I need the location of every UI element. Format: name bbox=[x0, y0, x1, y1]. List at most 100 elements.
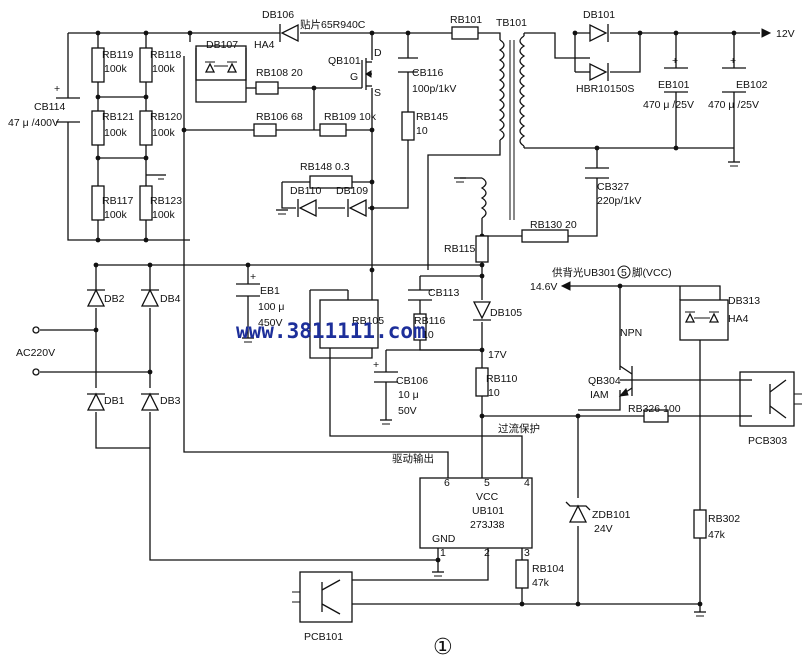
rb148-body bbox=[309, 175, 353, 189]
rb101-body bbox=[451, 26, 479, 40]
label-db109: DB109 bbox=[336, 185, 368, 197]
label-rb104: RB104 bbox=[532, 563, 564, 575]
label-rb118: RB118 bbox=[150, 49, 181, 61]
label-eb1-val1: 100 μ bbox=[258, 301, 285, 313]
db101-diode bbox=[589, 23, 609, 43]
label-pin-g: G bbox=[350, 71, 358, 83]
rb116-body bbox=[413, 313, 427, 341]
label-rb101: RB101 bbox=[450, 14, 482, 26]
rb108-body bbox=[255, 81, 279, 95]
db4-diode bbox=[140, 288, 160, 307]
db3-diode bbox=[140, 392, 160, 411]
junction-dots bbox=[93, 30, 737, 607]
db313-bridge bbox=[679, 299, 729, 341]
cb113-capacitor bbox=[408, 289, 432, 301]
label-rb110: RB110 bbox=[486, 373, 517, 385]
label-rb104-val: 47k bbox=[532, 577, 550, 589]
label-db107-val: HA4 bbox=[254, 39, 275, 51]
label-rb115: RB115 bbox=[444, 243, 475, 255]
rb115-body bbox=[475, 235, 489, 263]
label-qb101: QB101 bbox=[328, 55, 361, 67]
svg-text:+: + bbox=[373, 359, 379, 371]
label-db106: DB106 bbox=[262, 9, 294, 21]
label-pin-d: D bbox=[374, 47, 382, 59]
eb101-capacitor: + bbox=[664, 55, 688, 93]
cb327-capacitor bbox=[585, 167, 609, 179]
label-db313-val: HA4 bbox=[728, 313, 749, 325]
db1-diode bbox=[86, 392, 106, 411]
rb326-body bbox=[643, 409, 669, 423]
label-rb119: RB119 bbox=[102, 49, 133, 61]
qb101-mosfet bbox=[361, 58, 372, 90]
label-rb302: RB302 bbox=[708, 513, 740, 525]
label-ic-vcc: VCC bbox=[476, 491, 499, 503]
label-tb101: TB101 bbox=[496, 17, 527, 29]
label-eb102: EB102 bbox=[736, 79, 768, 91]
label-rb121: RB121 bbox=[102, 111, 134, 123]
label-db3: DB3 bbox=[160, 395, 181, 407]
label-rb145: RB145 bbox=[416, 111, 448, 123]
label-ic-pin2: 2 bbox=[484, 547, 490, 559]
rb104-body bbox=[515, 559, 529, 589]
label-cb116-val: 100p/1kV bbox=[412, 83, 456, 95]
rb123-body bbox=[139, 185, 153, 221]
label-db4: DB4 bbox=[160, 293, 181, 305]
rb105-body bbox=[319, 299, 379, 349]
label-rb110-val: 10 bbox=[488, 387, 500, 399]
label-rb123-val: 100k bbox=[152, 209, 176, 221]
label-cb106: CB106 bbox=[396, 375, 428, 387]
zdb101-zener bbox=[565, 501, 591, 523]
label-ic-part: 273J38 bbox=[470, 519, 505, 531]
label-rb108: RB108 20 bbox=[256, 67, 303, 79]
label-ac220v: AC220V bbox=[16, 347, 55, 359]
db109-diode bbox=[347, 198, 367, 218]
label-backlight: 供背光UB301 bbox=[552, 266, 616, 279]
label-rb145-val: 10 bbox=[416, 125, 428, 137]
label-rb117-val: 100k bbox=[104, 209, 128, 221]
capacitors: + + + + bbox=[54, 55, 746, 383]
label-rb116: RB116 bbox=[414, 315, 445, 327]
svg-text:+: + bbox=[730, 55, 736, 67]
db106-diode bbox=[279, 23, 299, 43]
label-rb120-val: 100k bbox=[152, 127, 176, 139]
rb117-body bbox=[91, 185, 105, 221]
label-qb304: QB304 bbox=[588, 375, 621, 387]
figure-number: ① bbox=[433, 634, 453, 659]
eb1-capacitor: + bbox=[236, 271, 260, 297]
label-cb113: CB113 bbox=[428, 287, 459, 299]
label-eb101: EB101 bbox=[658, 79, 690, 91]
label-rb123: RB123 bbox=[150, 195, 182, 207]
label-db105: DB105 bbox=[490, 307, 522, 319]
rb106-body bbox=[253, 123, 277, 137]
label-ic-pin1: 1 bbox=[440, 547, 446, 559]
label-db110: DB110 bbox=[290, 185, 321, 197]
label-db101: DB101 bbox=[583, 9, 615, 21]
label-vcc-pin: 脚(VCC) bbox=[632, 266, 672, 279]
db2-diode bbox=[86, 288, 106, 307]
label-hbr10150s: HBR10150S bbox=[576, 83, 634, 95]
label-pcb101: PCB101 bbox=[304, 631, 343, 643]
label-rb326: RB326 100 bbox=[628, 403, 681, 415]
pcb101-optocoupler bbox=[292, 571, 353, 623]
cb114-capacitor: + bbox=[54, 83, 80, 123]
label-ic-pin4: 4 bbox=[524, 477, 530, 489]
rb110-body bbox=[475, 367, 489, 397]
label-rb117: RB117 bbox=[102, 195, 133, 207]
label-pin-s: S bbox=[374, 87, 381, 99]
label-cb106-val2: 50V bbox=[398, 405, 417, 417]
cb106-capacitor: + bbox=[373, 359, 398, 383]
label-cb327-val: 220p/1kV bbox=[597, 195, 641, 207]
terminals bbox=[32, 28, 772, 376]
label-rb148: RB148 0.3 bbox=[300, 161, 350, 173]
label-zdb101: ZDB101 bbox=[592, 509, 631, 521]
label-zdb101-val: 24V bbox=[594, 523, 613, 535]
label-db2: DB2 bbox=[104, 293, 125, 305]
label-rb106: RB106 68 bbox=[256, 111, 303, 123]
label-patch: 贴片65R940C bbox=[300, 18, 366, 31]
label-ic-pin5: 5 bbox=[484, 477, 490, 489]
svg-text:+: + bbox=[54, 83, 60, 95]
label-ic-gnd: GND bbox=[432, 533, 456, 545]
label-rb116-val: 10 bbox=[422, 329, 434, 341]
rb118-body bbox=[139, 47, 153, 83]
